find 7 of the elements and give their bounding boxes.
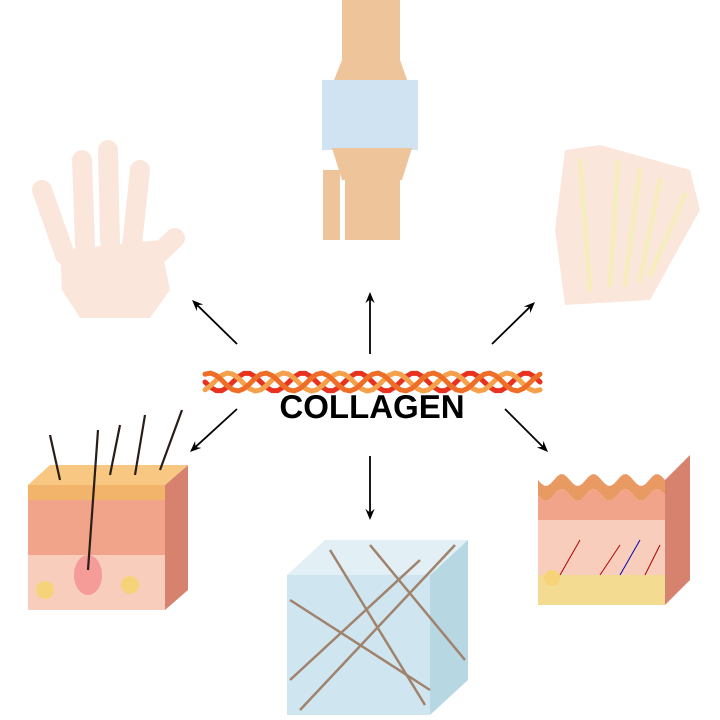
knee-joint-drawing bbox=[322, 0, 418, 240]
foot-bones-drawing bbox=[555, 145, 700, 305]
hand-drawing bbox=[32, 140, 185, 318]
tissue-cube-drawing bbox=[287, 540, 468, 715]
skin-layers-drawing bbox=[538, 455, 690, 605]
hair-skin-drawing bbox=[28, 410, 188, 610]
title-text: COLLAGEN bbox=[280, 394, 462, 418]
